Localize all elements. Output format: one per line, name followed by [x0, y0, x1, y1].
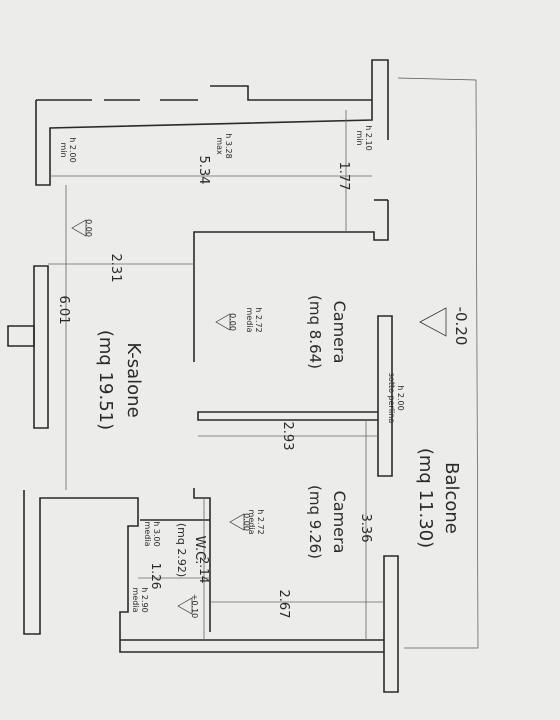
level-value: 0.00: [84, 219, 93, 237]
dimension-lines: [48, 110, 384, 640]
dimension-values: 5.34 1.77 2.31 6.01 2.93 3.36 2.67 2.14 …: [56, 156, 373, 619]
room-name: Camera: [330, 491, 349, 554]
level-markers: [71, 219, 447, 615]
dimension-value: 6.01: [56, 296, 71, 325]
dimension-value: 2.93: [280, 422, 295, 451]
level-marker-icon: [177, 597, 193, 615]
height-note: sotto perlina: [387, 373, 396, 424]
height-value: h 3.28: [224, 133, 233, 158]
dimension-value: 1.77: [336, 162, 351, 191]
room-labels: K-salone (mq 19.51) Camera (mq 8.64) Cam…: [95, 295, 462, 577]
level-marker-icon: [71, 219, 87, 237]
level-marker-icon: [419, 307, 447, 337]
level-value: 0.00: [228, 313, 237, 331]
level-value: -0.20: [452, 307, 470, 346]
balcony-outline: [397, 77, 479, 649]
height-value: h 2.00: [396, 385, 405, 410]
dimension-value: 1.26: [149, 563, 163, 590]
height-note: media: [131, 588, 140, 613]
height-note: media: [143, 522, 152, 547]
level-value: +0.10: [190, 594, 199, 619]
height-note: min: [59, 142, 68, 157]
height-note: min: [355, 130, 364, 145]
level-value: 0.00: [242, 513, 251, 531]
room-area: (mq 19.51): [95, 330, 116, 430]
dimension-value: 2.67: [276, 590, 291, 619]
height-value: h 2.90: [140, 587, 149, 612]
height-notes: h 2.10 min h 2.00 min h 3.28 max h 2.72 …: [59, 125, 405, 612]
dimension-value: 5.34: [196, 156, 211, 185]
level-marker-icon: [229, 513, 245, 531]
room-name: Camera: [330, 301, 349, 364]
room-area: (mq 9.26): [306, 485, 324, 559]
height-value: h 2.00: [68, 137, 77, 162]
room-name: K-salone: [123, 342, 144, 417]
room-area: (mq 2.92): [175, 523, 188, 577]
dimension-value: 2.31: [108, 254, 123, 283]
room-name: W.C.: [192, 536, 207, 565]
walls: [7, 59, 399, 693]
height-note: max: [215, 137, 224, 155]
height-note: media: [245, 308, 254, 333]
dimension-value: 2.14: [197, 557, 211, 584]
height-note: media: [247, 510, 256, 535]
dimension-value: 3.36: [358, 514, 373, 543]
level-marker-icon: [215, 313, 231, 331]
height-value: h 2.72: [256, 509, 265, 534]
room-area: (mq 11.30): [415, 448, 436, 548]
room-name: Balcone: [441, 462, 462, 534]
height-value: h 2.10: [364, 125, 373, 150]
height-value: h 2.72: [254, 307, 263, 332]
level-values: -0.20 0.00 0.00 0.00 +0.10: [84, 219, 470, 618]
room-area: (mq 8.64): [306, 295, 324, 369]
height-value: h 3.00: [152, 521, 161, 546]
